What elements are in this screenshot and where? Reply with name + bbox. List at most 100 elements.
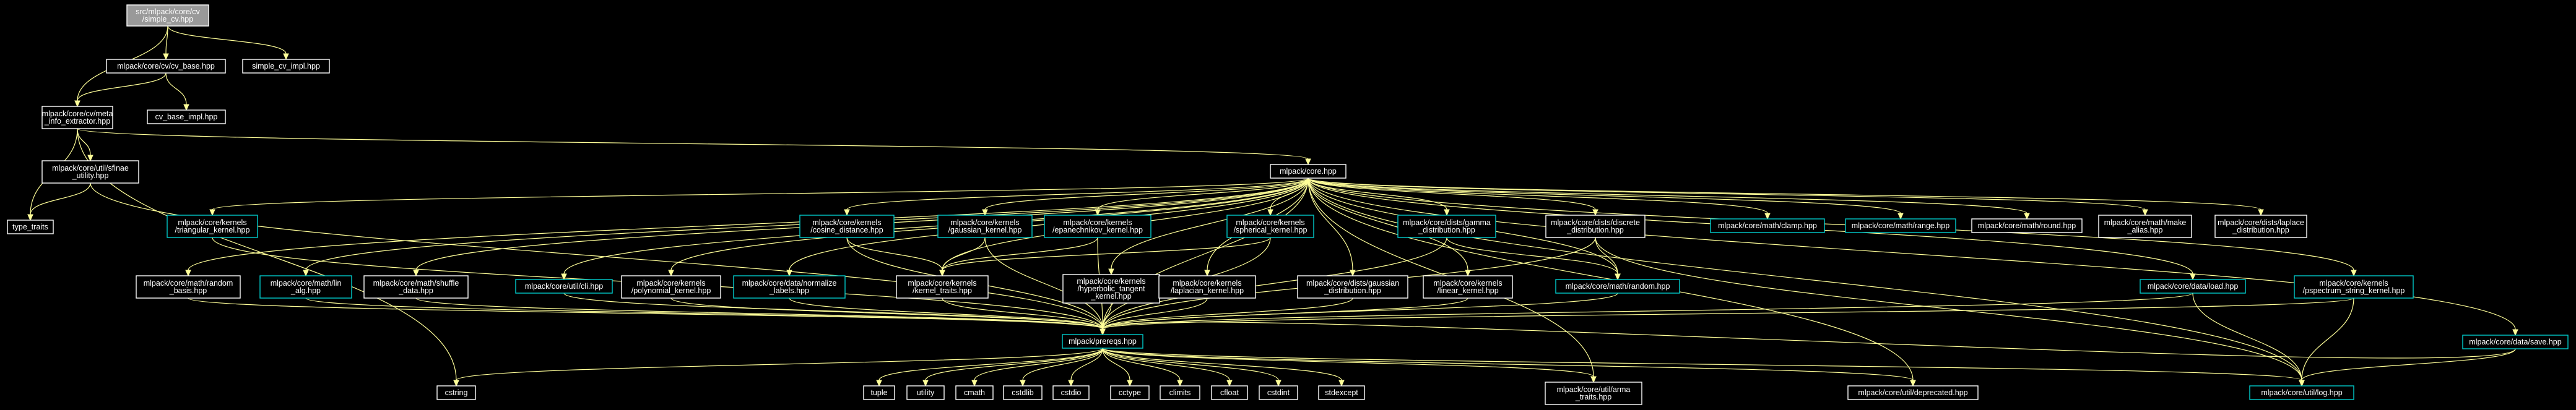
node-label: _kernel.hpp — [1090, 292, 1131, 301]
node-box — [863, 385, 895, 400]
node-box — [147, 109, 226, 124]
node-clamp[interactable]: mlpack/core/math/clamp.hpp — [1710, 218, 1825, 233]
edge-prereqs-to-cstdint — [1102, 348, 1281, 387]
node-box — [1971, 218, 2083, 233]
node-box — [1318, 385, 1365, 400]
node-label: /hyperbolic_tangent — [1077, 284, 1145, 293]
node-label: mlpack/core/math/random.hpp — [1566, 282, 1670, 291]
node-label: utility — [917, 388, 935, 397]
edge-spherical-to-kernel-traits — [939, 237, 1271, 277]
node-label: cfloat — [1220, 388, 1239, 397]
node-discrete[interactable]: mlpack/core/dists/discrete_distribution.… — [1545, 215, 1646, 238]
node-pspectrum[interactable]: mlpack/core/kernels/pspectrum_string_ker… — [2294, 275, 2414, 299]
node-label: mlpack/core/util/sfinae — [52, 164, 129, 173]
node-gamma[interactable]: mlpack/core/dists/gamma_distribution.hpp — [1397, 215, 1496, 238]
node-label: mlpack/core/kernels — [1063, 218, 1132, 227]
node-random[interactable]: mlpack/core/math/random.hpp — [1555, 279, 1680, 294]
node-lin-alg[interactable]: mlpack/core/math/lin_alg.hpp — [259, 275, 352, 299]
node-core[interactable]: mlpack/core.hpp — [1270, 164, 1347, 179]
node-label: mlpack/core/kernels — [950, 218, 1019, 227]
edge-prereqs-to-cfloat — [1102, 348, 1233, 387]
node-simple-cv[interactable]: src/mlpack/core/cv/simple_cv.hpp — [126, 4, 209, 27]
node-label: mlpack/core/kernels — [812, 218, 881, 227]
node-log[interactable]: mlpack/core/util/log.hpp — [2249, 385, 2354, 400]
node-range[interactable]: mlpack/core/math/range.hpp — [1845, 218, 1956, 233]
edge-core-to-range — [1308, 177, 1904, 220]
node-cstring: cstring — [436, 385, 476, 400]
node-polynomial[interactable]: mlpack/core/kernels/polynomial_kernel.hp… — [621, 275, 721, 299]
node-cli[interactable]: mlpack/core/util/cli.hpp — [515, 279, 613, 294]
node-triangular[interactable]: mlpack/core/kernels/triangular_kernel.hp… — [167, 215, 258, 238]
node-label: _labels.hpp — [769, 286, 809, 295]
node-label: mlpack/core/cv/cv_base.hpp — [117, 62, 215, 70]
node-box — [515, 279, 613, 294]
node-box — [259, 275, 352, 299]
node-spherical[interactable]: mlpack/core/kernels/spherical_kernel.hpp — [1226, 215, 1314, 238]
edge-core-to-make-alias — [1308, 177, 2148, 216]
node-label: src/mlpack/core/cv — [136, 7, 200, 16]
node-box — [1003, 385, 1043, 400]
node-label: mlpack/core/data/normalize — [742, 279, 837, 288]
edge-prereqs-to-arma-traits — [1102, 348, 1597, 383]
node-load[interactable]: mlpack/core/data/load.hpp — [2140, 279, 2246, 294]
node-label: stdexcept — [1325, 388, 1358, 397]
node-arma-traits[interactable]: mlpack/core/util/arma_traits.hpp — [1545, 382, 1642, 405]
node-round[interactable]: mlpack/core/math/round.hpp — [1971, 218, 2083, 233]
node-shuffle[interactable]: mlpack/core/math/shuffle_data.hpp — [363, 275, 469, 299]
node-box — [363, 275, 469, 299]
node-kernel-traits[interactable]: mlpack/core/kernels/kernel_traits.hpp — [896, 275, 989, 299]
node-label: mlpack/core/cv/meta — [42, 109, 113, 118]
node-sfinae[interactable]: mlpack/core/util/sfinae_utility.hpp — [41, 160, 139, 184]
node-cstdio: cstdio — [1052, 385, 1090, 400]
node-box — [1226, 215, 1314, 238]
node-save[interactable]: mlpack/core/data/save.hpp — [2462, 335, 2569, 349]
node-box — [167, 215, 258, 238]
node-laplace[interactable]: mlpack/core/dists/laplace_distribution.h… — [2214, 215, 2307, 238]
edge-prereqs-to-tuple — [876, 348, 1103, 387]
node-label: tuple — [870, 388, 887, 397]
node-normalize[interactable]: mlpack/core/data/normalize_labels.hpp — [733, 275, 846, 299]
node-gaussian-k[interactable]: mlpack/core/kernels/gaussian_kernel.hpp — [937, 215, 1033, 238]
edge-core-to-pspectrum — [1308, 177, 2357, 277]
node-hyperbolic[interactable]: mlpack/core/kernels/hyperbolic_tangent_k… — [1062, 274, 1160, 304]
node-label: mlpack/core/kernels — [1236, 218, 1304, 227]
node-gaussian-d[interactable]: mlpack/core/dists/gaussian_distribution.… — [1297, 275, 1408, 299]
node-box — [937, 215, 1033, 238]
node-box — [1297, 275, 1408, 299]
node-cosine[interactable]: mlpack/core/kernels/cosine_distance.hpp — [799, 215, 895, 238]
node-label: cv_base_impl.hpp — [155, 113, 218, 121]
node-label: /pspectrum_string_kernel.hpp — [2303, 286, 2405, 295]
node-box — [955, 385, 994, 400]
edge-core-to-laplace — [1308, 177, 2264, 216]
edge-prereqs-to-climits — [1102, 348, 1183, 387]
node-prereqs[interactable]: mlpack/prereqs.hpp — [1062, 334, 1143, 349]
node-label: /polynomial_kernel.hpp — [631, 286, 711, 295]
node-meta-info[interactable]: mlpack/core/cv/meta_info_extractor.hpp — [41, 106, 113, 129]
node-box — [242, 59, 330, 74]
node-laplacian[interactable]: mlpack/core/kernels/laplacian_kernel.hpp — [1158, 275, 1256, 299]
node-label: /triangular_kernel.hpp — [175, 226, 250, 234]
node-label: mlpack/core/dists/gaussian — [1306, 279, 1399, 288]
edge-prereqs-to-deprecated — [1102, 348, 1916, 387]
node-deprecated[interactable]: mlpack/core/util/deprecated.hpp — [1847, 385, 1979, 400]
edge-prereqs-to-cstdlib — [1020, 348, 1103, 387]
node-make-alias[interactable]: mlpack/core/math/make_alias.hpp — [2098, 215, 2192, 238]
edge-core-to-gaussian-k — [982, 177, 1309, 216]
node-label: /linear_kernel.hpp — [1437, 286, 1498, 295]
node-epan[interactable]: mlpack/core/kernels/epanechnikov_kernel.… — [1044, 215, 1151, 238]
node-box — [1259, 385, 1298, 400]
node-label: cmath — [964, 388, 985, 397]
node-label: simple_cv_impl.hpp — [252, 62, 320, 70]
node-random-basis[interactable]: mlpack/core/math/random_basis.hpp — [136, 275, 241, 299]
node-label: mlpack/core/kernels — [178, 218, 246, 227]
node-box — [41, 160, 139, 184]
node-box — [906, 385, 945, 400]
node-linear[interactable]: mlpack/core/kernels/linear_kernel.hpp — [1423, 275, 1513, 299]
node-label: mlpack/core/math/clamp.hpp — [1718, 221, 1817, 230]
node-label: mlpack/core/util/cli.hpp — [525, 282, 603, 291]
node-type-traits: type_traits — [7, 220, 54, 234]
edge-cv-base-to-meta-info — [74, 72, 167, 108]
node-cv-base[interactable]: mlpack/core/cv/cv_base.hpp — [106, 59, 226, 74]
node-box — [436, 385, 476, 400]
